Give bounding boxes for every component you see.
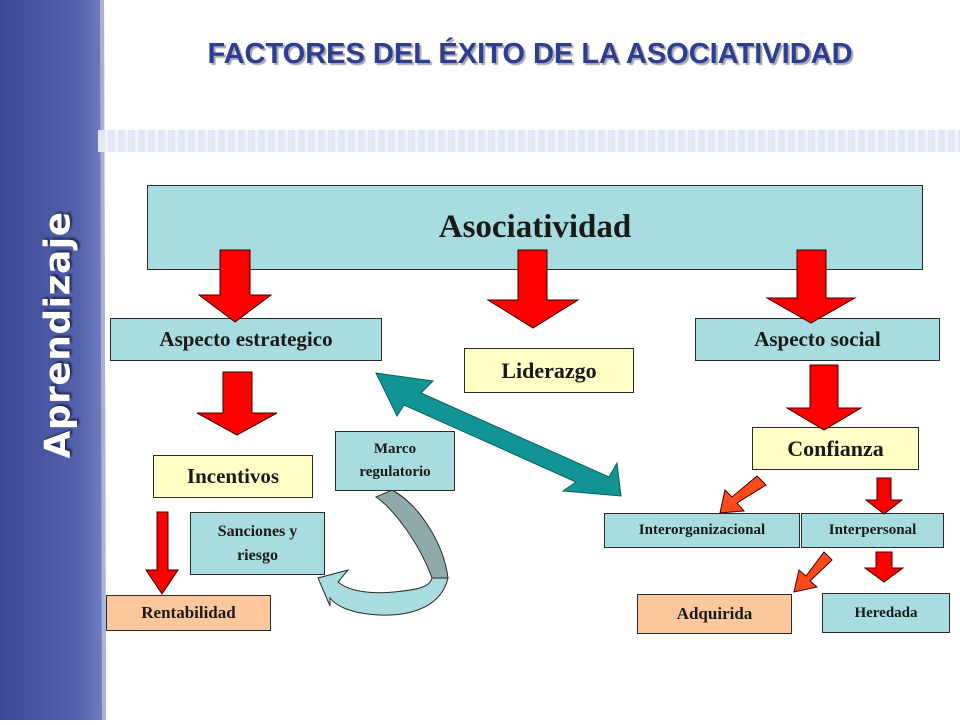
sanciones-riesgo-box: Sanciones y riesgo (190, 512, 325, 575)
interpersonal-box: Interpersonal (801, 513, 944, 548)
arrow-to-confianza (785, 364, 863, 431)
arrow-to-aspecto-social (765, 249, 857, 324)
sidebar-shape (0, 0, 106, 720)
marco-regulatorio-box: Marco regulatorio (335, 431, 455, 491)
page-title: FACTORES DEL ÉXITO DE LA ASOCIATIVIDAD (207, 38, 853, 70)
arrow-to-aspecto-estrategico (197, 249, 273, 323)
incentivos-box: Incentivos (153, 455, 313, 498)
arrow-to-rentabilidad (145, 511, 179, 595)
aspecto-estrategico-box: Aspecto estrategico (110, 318, 382, 361)
rentabilidad-box: Rentabilidad (106, 595, 271, 631)
arrow-to-heredada (863, 551, 905, 583)
arrow-to-adquirida (793, 551, 833, 593)
interorganizacional-box: Interorganizacional (604, 513, 800, 548)
arrow-to-interpersonal (864, 477, 904, 515)
adquirida-box: Adquirida (637, 594, 792, 634)
heredada-box: Heredada (822, 593, 950, 633)
curved-arrow (317, 569, 449, 616)
arrow-to-incentivos (196, 371, 278, 436)
arrow-to-interorganizacional (719, 475, 767, 514)
double-arrow (375, 372, 622, 497)
confianza-box: Confianza (752, 427, 919, 470)
arrow-to-liderazgo (486, 249, 580, 329)
decorative-band (98, 130, 960, 152)
liderazgo-box: Liderazgo (464, 348, 634, 393)
sidebar-band: Aprendizaje (0, 0, 108, 720)
